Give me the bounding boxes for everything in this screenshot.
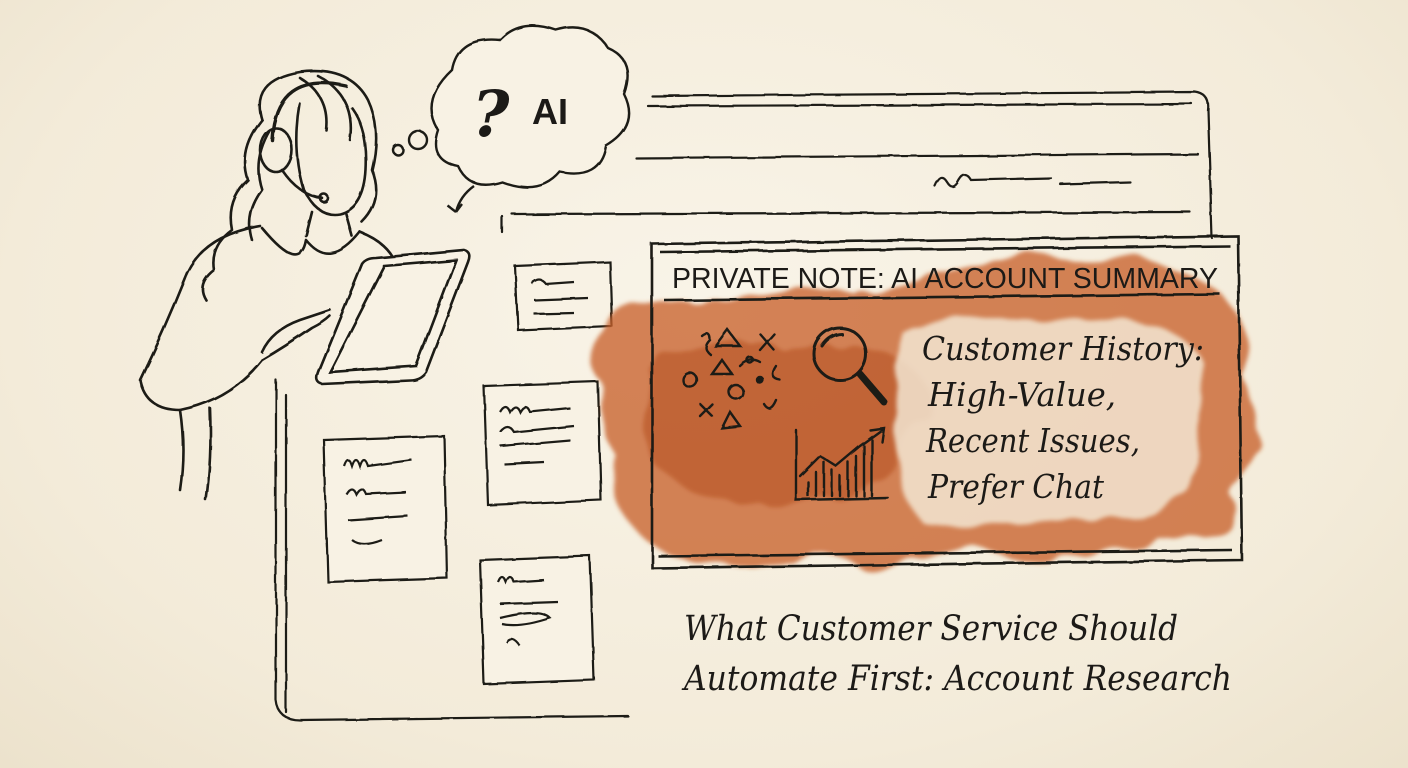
note-card-4 [478, 554, 596, 686]
note-card-2 [482, 380, 603, 507]
history-line-1: Customer History: [922, 329, 1204, 368]
history-line-3: Recent Issues, [925, 421, 1140, 460]
growth-chart-icon [794, 426, 890, 502]
note-panel-frame [650, 234, 1244, 570]
tablet-icon [315, 248, 471, 386]
question-mark-glyph: ? [472, 77, 510, 152]
note-card-3 [322, 434, 449, 584]
caption: What Customer Service Should Automate Fi… [681, 609, 1232, 699]
note-panel-title: PRIVATE NOTE: AI ACCOUNT SUMMARY [672, 263, 1218, 295]
thought-bubble [391, 24, 631, 213]
customer-history-text: Customer History: High-Value, Recent Iss… [922, 329, 1204, 506]
magnifier-icon [812, 326, 888, 406]
note-card-1 [513, 260, 614, 332]
headset-icon [258, 126, 294, 174]
history-line-4: Prefer Chat [927, 467, 1105, 506]
background-window-frame [274, 90, 1214, 722]
caption-line-1: What Customer Service Should [684, 609, 1178, 649]
history-line-2: High-Value, [927, 375, 1116, 414]
text-highlight-area [893, 316, 1205, 525]
thought-bubble-ai-label: AI [532, 91, 568, 132]
scatter-symbols-icon [681, 328, 782, 430]
caption-line-2: Automate First: Account Research [681, 659, 1232, 699]
